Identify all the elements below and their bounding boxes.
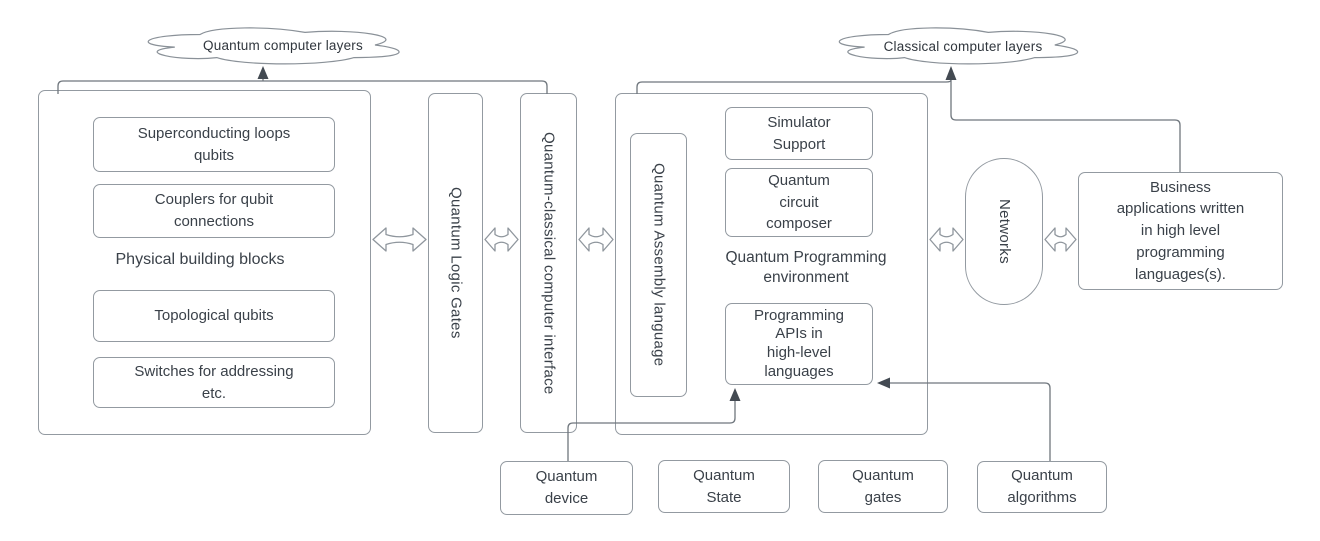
superconducting-loops-qubits-box: Superconducting loops qubits bbox=[93, 117, 335, 172]
double-arrow-interface-env-icon bbox=[578, 227, 614, 252]
programming-apis-box: Programming APIs in high-level languages bbox=[725, 303, 873, 385]
double-arrow-networks-business-icon bbox=[1044, 227, 1077, 252]
arrowhead-classical-cloud-icon bbox=[945, 66, 957, 80]
quantum-programming-env-label: Quantum Programming environment bbox=[725, 249, 887, 287]
business-applications-box: Business applications written in high le… bbox=[1078, 172, 1283, 290]
simulator-support-box: Simulator Support bbox=[725, 107, 873, 160]
quantum-circuit-composer-label: Quantum circuit composer bbox=[766, 171, 832, 233]
networks-shape: Networks bbox=[965, 158, 1043, 305]
quantum-assembly-language-box: Quantum Assembly language bbox=[630, 133, 687, 397]
quantum-device-box: Quantum device bbox=[500, 461, 633, 515]
quantum-gates-box: Quantum gates bbox=[818, 460, 948, 513]
superconducting-loops-qubits-label: Superconducting loops qubits bbox=[137, 124, 291, 164]
physical-building-blocks-label: Physical building blocks bbox=[115, 251, 285, 268]
quantum-logic-gates-box: Quantum Logic Gates bbox=[428, 93, 483, 433]
cloud-quantum-label: Quantum computer layers bbox=[203, 38, 363, 53]
quantum-state-box: Quantum State bbox=[658, 460, 790, 513]
arrowhead-quantum-cloud-icon bbox=[257, 66, 269, 79]
quantum-algorithms-label: Quantum algorithms bbox=[1007, 467, 1077, 506]
couplers-label: Couplers for qubit connections bbox=[154, 191, 274, 230]
connector-business-to-classical-cloud bbox=[950, 80, 1181, 172]
connector-programming-env-to-classical-cloud bbox=[636, 79, 952, 94]
quantum-assembly-language-label: Quantum Assembly language bbox=[650, 163, 668, 367]
quantum-logic-gates-label: Quantum Logic Gates bbox=[447, 187, 465, 339]
programming-apis-label: Programming APIs in high-level languages bbox=[753, 306, 845, 380]
couplers-for-qubit-connections-box: Couplers for qubit connections bbox=[93, 184, 335, 238]
quantum-classical-interface-label: Quantum-classical computer interface bbox=[540, 131, 558, 395]
networks-label: Networks bbox=[995, 199, 1013, 264]
cloud-classical-label: Classical computer layers bbox=[883, 39, 1043, 54]
switches-label: Switches for addressing etc. bbox=[134, 362, 294, 402]
business-applications-label: Business applications written in high le… bbox=[1116, 178, 1245, 283]
switches-for-addressing-box: Switches for addressing etc. bbox=[93, 357, 335, 408]
double-arrow-env-networks-icon bbox=[929, 227, 964, 252]
quantum-device-label: Quantum device bbox=[535, 468, 598, 507]
quantum-circuit-composer-box: Quantum circuit composer bbox=[725, 168, 873, 237]
double-arrow-logicgates-interface-icon bbox=[484, 227, 519, 252]
quantum-algorithms-box: Quantum algorithms bbox=[977, 461, 1107, 513]
quantum-gates-label: Quantum gates bbox=[852, 466, 914, 506]
quantum-classical-interface-box: Quantum-classical computer interface bbox=[520, 93, 577, 433]
topological-qubits-box: Topological qubits bbox=[93, 290, 335, 342]
simulator-support-label: Simulator Support bbox=[767, 113, 831, 153]
double-arrow-physical-logicgates-icon bbox=[372, 227, 427, 252]
quantum-state-label: Quantum State bbox=[693, 466, 755, 506]
topological-qubits-label: Topological qubits bbox=[154, 307, 274, 325]
